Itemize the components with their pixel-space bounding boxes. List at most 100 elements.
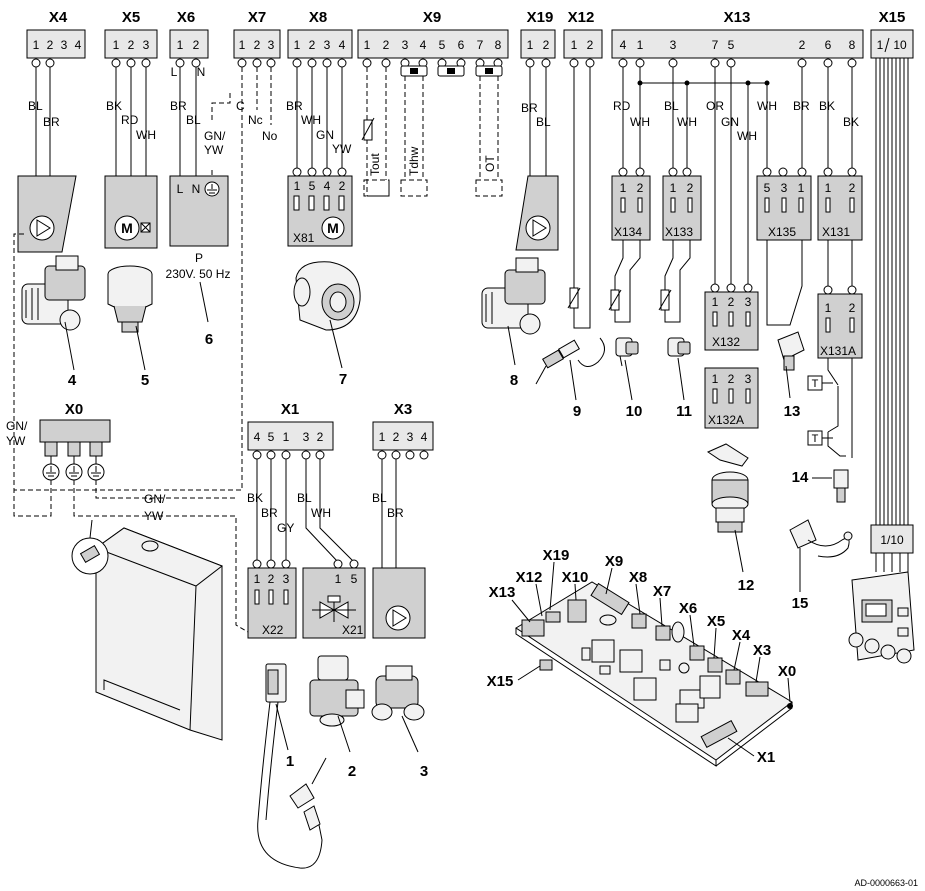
- pin-label: 2: [849, 181, 856, 195]
- x7-header-box: [233, 29, 281, 59]
- fan-7-drawing: [293, 261, 361, 331]
- pin-label: 2: [128, 38, 135, 52]
- pin-label: 2: [849, 301, 856, 315]
- x7-heading: X7: [248, 9, 266, 26]
- wire-color: No: [262, 129, 278, 143]
- pin-label: 5: [764, 181, 771, 195]
- wire-color: GN/: [204, 129, 226, 143]
- x5-header-box: [104, 29, 158, 59]
- wire-color: BK: [843, 115, 859, 129]
- control-panel-drawing: [848, 571, 915, 664]
- x12-circuit: 9: [535, 58, 605, 420]
- x0-heading: X0: [65, 401, 83, 418]
- pcb-board: X19 X12 X10 X9 X8 X13 X7 X6 X5 X4 X3 X0 …: [487, 547, 796, 767]
- pin-label: 3: [303, 430, 310, 444]
- wire-color: BR: [286, 99, 303, 113]
- wire-color: BL: [28, 99, 43, 113]
- x1-header-box: [247, 421, 334, 451]
- x0-circuit: X0 GN/ YW GN/ YW: [6, 233, 249, 741]
- x1-circuit: X1 4 5 1 3 2 BK BR GY BL WH 1 2 3 X22 1 …: [247, 401, 366, 869]
- wire-color: WH: [630, 115, 650, 129]
- wire-color: BR: [521, 101, 538, 115]
- x131-connector: [817, 175, 863, 241]
- thermostat-label: T: [812, 378, 819, 390]
- callout-7: 7: [339, 371, 347, 388]
- wire-color: Nc: [248, 113, 263, 127]
- pin-label: 2: [317, 430, 324, 444]
- gas-valve-icon: [312, 595, 356, 622]
- switch-13-drawing: [777, 331, 805, 371]
- callout-11: 11: [676, 403, 692, 420]
- ignition-electrode-1-drawing: [257, 663, 327, 869]
- x15-cable: 1/10: [848, 58, 915, 664]
- wire-color: BL: [536, 115, 551, 129]
- pin-label: 1: [620, 181, 627, 195]
- wire-color: N: [197, 65, 206, 79]
- sensor-9-drawing: [535, 337, 605, 385]
- pin-label: 3: [781, 181, 788, 195]
- sensor-label-ot: OT: [483, 155, 497, 172]
- x132a-label: X132A: [708, 413, 744, 427]
- x4-header-box: [26, 29, 86, 59]
- x22-label: X22: [262, 623, 284, 637]
- power-p: P: [195, 251, 203, 265]
- pin-label: 3: [745, 295, 752, 309]
- x13-header-box: [611, 29, 864, 59]
- wire-color: GN: [721, 115, 739, 129]
- pin-label: 1: [798, 181, 805, 195]
- board-label-x8: X8: [629, 569, 647, 586]
- pin-label: 2: [637, 181, 644, 195]
- board-label-x7: X7: [653, 583, 671, 600]
- pin-label: 2: [728, 372, 735, 386]
- pin-label: 4: [254, 430, 261, 444]
- wire-color: BL: [297, 491, 312, 505]
- x132-label: X132: [712, 335, 740, 349]
- pin-label: 2: [799, 38, 806, 52]
- pin-label: 1: [294, 179, 301, 193]
- x135-label: X135: [768, 225, 796, 239]
- boiler-casing-drawing: [94, 527, 224, 741]
- wire-color: BR: [261, 506, 278, 520]
- x13-circuit: RD WH BL WH OR GN WH WH BR BK BK 1 2 X13…: [608, 58, 863, 458]
- top-connectors: 1 2 3 4 1 2 3 1 2 1 2 3 1 2 3 4 1 2 3 4 …: [26, 29, 914, 59]
- sensor-10-drawing: [615, 337, 639, 367]
- x9-heading: X9: [423, 9, 441, 26]
- pin-label: 1: [712, 295, 719, 309]
- x13-heading: X13: [724, 9, 751, 26]
- pump-3-drawing: [371, 665, 425, 721]
- wire-color: WH: [737, 129, 757, 143]
- wire-color: BR: [793, 99, 810, 113]
- pin-label: 2: [254, 38, 261, 52]
- x3-header-box: [372, 421, 434, 451]
- wire-color: YW: [144, 509, 164, 523]
- pin-label: 3: [268, 38, 275, 52]
- x131-label: X131: [822, 225, 850, 239]
- small-components: 10 11 12 13 14: [615, 331, 853, 612]
- pin-label: 3: [324, 38, 331, 52]
- wire-color: WH: [677, 115, 697, 129]
- x134-connector: [611, 175, 651, 241]
- sensor-label-tdhw: Tdhw: [407, 146, 421, 176]
- x6-heading: X6: [177, 9, 195, 26]
- pin-label: 5: [728, 38, 735, 52]
- pin-label: 2: [393, 430, 400, 444]
- x19-header-box: [520, 29, 556, 59]
- wire-color: YW: [332, 142, 352, 156]
- pin-label: 3: [670, 38, 677, 52]
- sensor-12-drawing: [706, 443, 749, 533]
- board-label-x10: X10: [562, 569, 589, 586]
- wire-color: RD: [613, 99, 631, 113]
- board-label-x15: X15: [487, 673, 514, 690]
- wire-color: OR: [706, 99, 724, 113]
- pin-label: 5: [439, 38, 446, 52]
- x131a-connector: [817, 293, 863, 359]
- wire-color: BK: [106, 99, 122, 113]
- pin-label: 1: [825, 181, 832, 195]
- pin-label: 1: [670, 181, 677, 195]
- x4-circuit: BL BR 4: [17, 58, 86, 389]
- pin-label: 1: [239, 38, 246, 52]
- wire-color: BR: [170, 99, 187, 113]
- callout-3: 3: [420, 763, 428, 780]
- wire-color: GN/: [144, 492, 166, 506]
- pin-label: 2: [543, 38, 550, 52]
